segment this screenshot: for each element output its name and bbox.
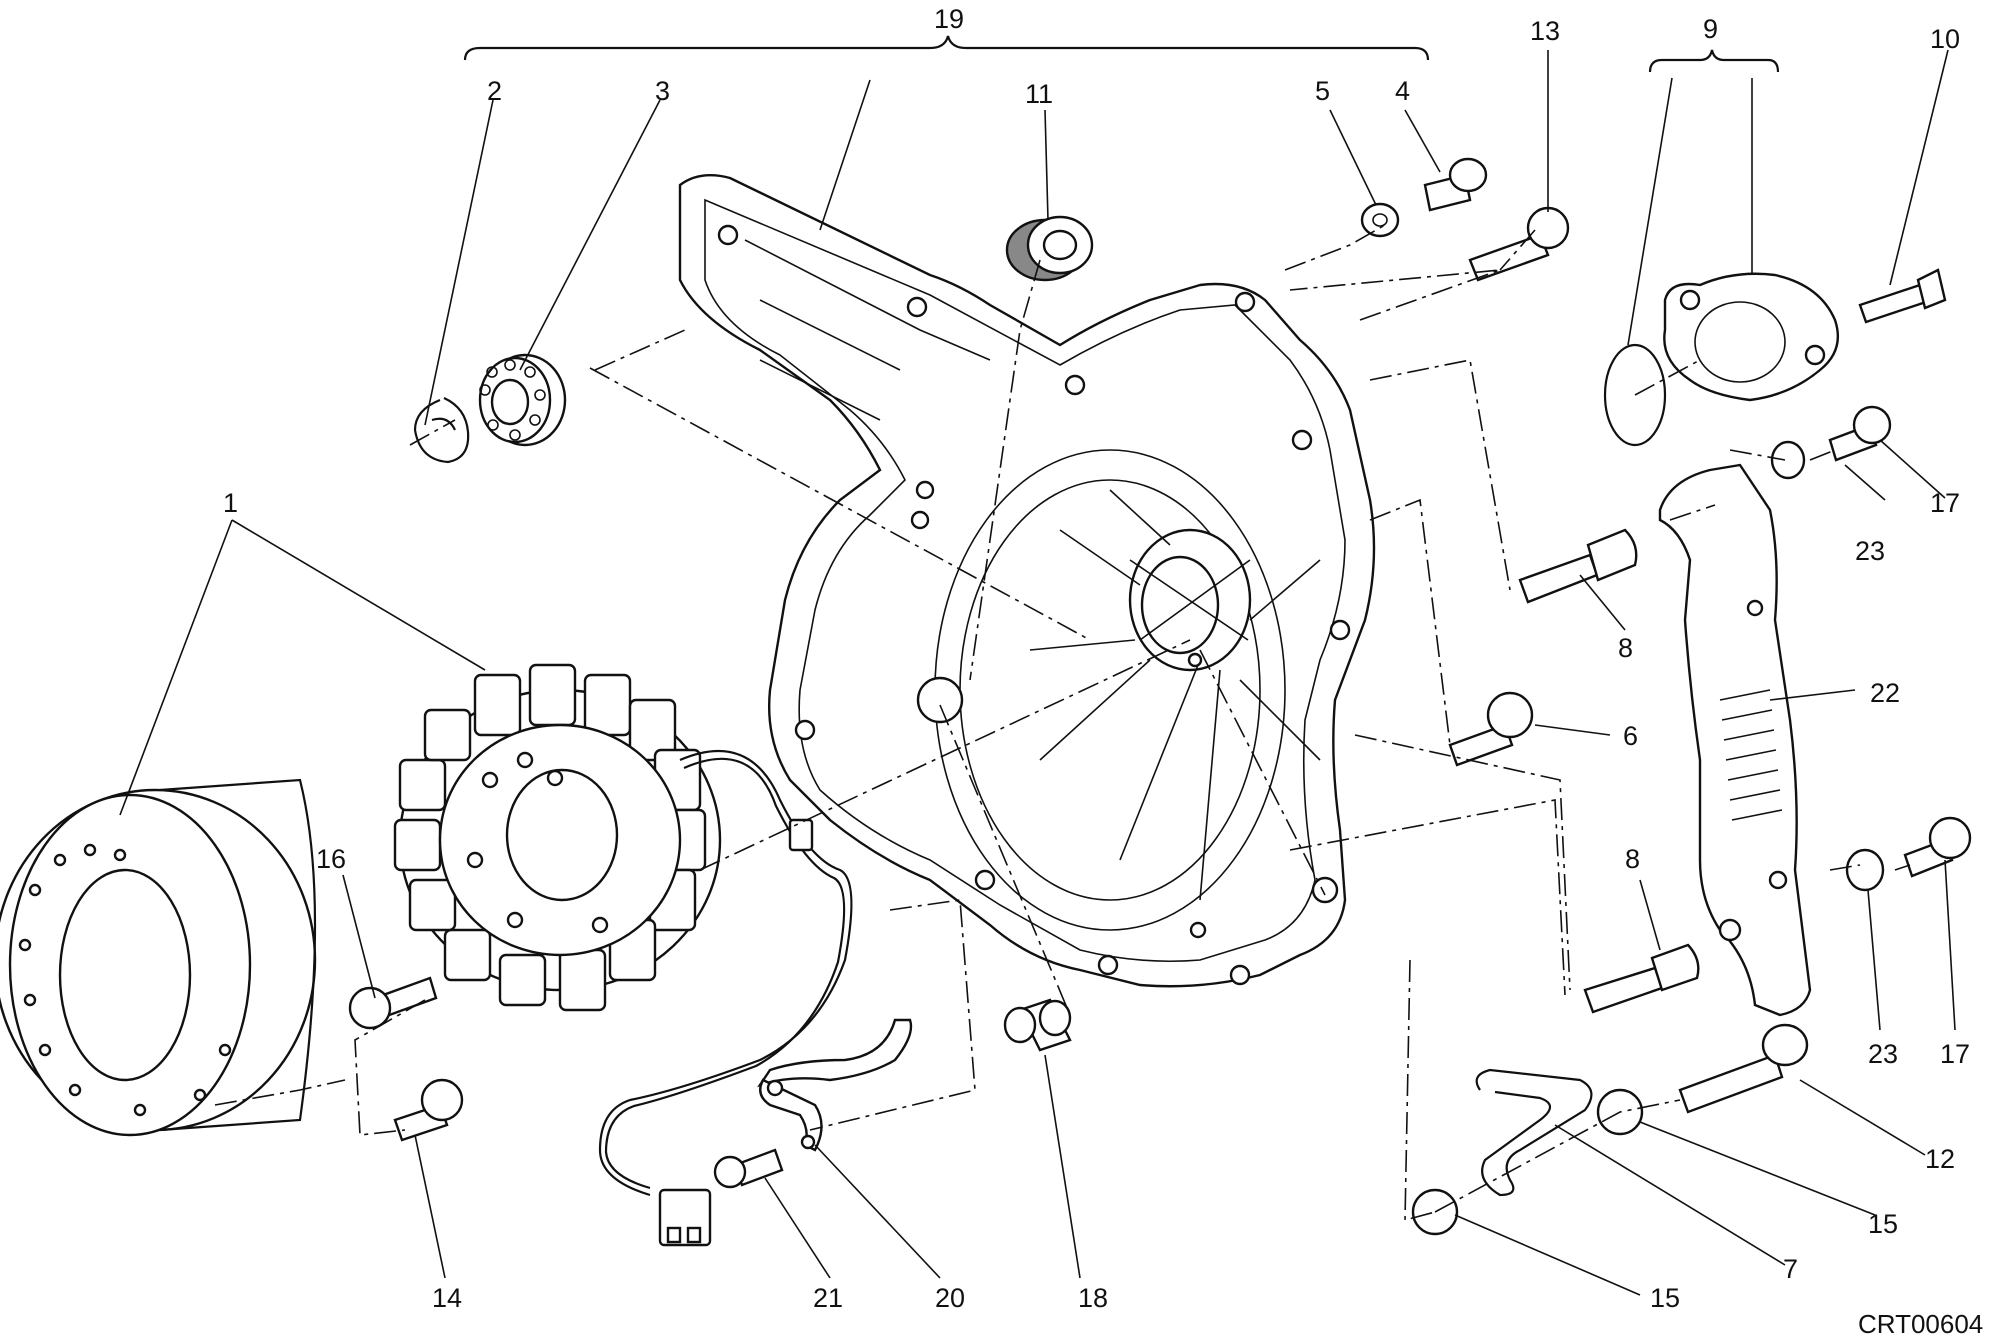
stator <box>393 663 853 1247</box>
callout-14: 14 <box>432 1283 462 1313</box>
screw-17-bottom <box>1903 816 1972 878</box>
callout-10: 10 <box>1930 24 1960 54</box>
rotor-flywheel <box>0 778 317 1137</box>
callout-2: 2 <box>487 76 502 106</box>
callout-17-top: 17 <box>1930 488 1960 518</box>
circlip <box>413 396 470 464</box>
callout-23-bottom: 23 <box>1868 1039 1898 1069</box>
screw-12 <box>1678 1023 1809 1114</box>
screw-14 <box>393 1078 464 1142</box>
callout-20: 20 <box>935 1283 965 1313</box>
o-ring <box>1603 343 1667 447</box>
callout-11: 11 <box>1025 79 1053 109</box>
callout-5: 5 <box>1315 76 1330 106</box>
screw-17-top <box>1828 405 1892 462</box>
callout-19: 19 <box>934 4 964 34</box>
callout-6: 6 <box>1623 721 1638 751</box>
callout-15-bottom: 15 <box>1650 1283 1680 1313</box>
callouts: 19 2 3 11 5 4 13 9 10 1 17 23 8 22 6 16 … <box>223 4 1970 1313</box>
leader-lines <box>119 49 1956 1296</box>
washer-5-hole <box>1372 213 1388 227</box>
screw-6 <box>1448 691 1534 767</box>
callout-12: 12 <box>1925 1144 1955 1174</box>
callout-17-bottom: 17 <box>1940 1039 1970 1069</box>
screw-4 <box>1423 157 1488 212</box>
screw-10 <box>1858 268 1947 324</box>
washer-23-bottom <box>1845 848 1885 892</box>
screw-8-top <box>1518 528 1638 604</box>
callout-9: 9 <box>1703 14 1718 44</box>
callout-23-top: 23 <box>1855 536 1885 566</box>
assembly-lines <box>214 224 1911 1222</box>
callout-4: 4 <box>1395 76 1410 106</box>
cover-plate <box>1663 272 1840 402</box>
generator-cover <box>678 174 1376 988</box>
screw-8-bottom <box>1583 943 1700 1014</box>
callout-18: 18 <box>1078 1283 1108 1313</box>
support-bracket <box>1658 463 1812 1017</box>
screw-13 <box>1468 206 1570 282</box>
callout-16: 16 <box>316 844 346 874</box>
callout-21: 21 <box>813 1283 843 1313</box>
callout-8-top: 8 <box>1618 633 1633 663</box>
group-19-bracket <box>463 35 1430 61</box>
washer-23-top <box>1770 440 1806 480</box>
spacer-sleeve <box>1003 998 1072 1052</box>
callout-13: 13 <box>1530 16 1560 46</box>
washer-5 <box>1360 202 1400 238</box>
cable-guide <box>757 1018 913 1152</box>
callout-15-top: 15 <box>1868 1209 1898 1239</box>
callout-8-bottom: 8 <box>1625 844 1640 874</box>
callout-7: 7 <box>1783 1254 1798 1284</box>
group-9-bracket <box>1648 49 1780 73</box>
drawing-code: CRT00604 <box>1858 1309 1983 1339</box>
callout-22: 22 <box>1870 678 1900 708</box>
callout-1: 1 <box>223 488 238 518</box>
screw-21 <box>713 1148 784 1189</box>
wire-clip <box>1475 1068 1593 1197</box>
callout-3: 3 <box>655 76 670 106</box>
bearing <box>478 353 567 447</box>
oil-seal <box>1005 215 1094 282</box>
screw-16 <box>348 976 438 1030</box>
